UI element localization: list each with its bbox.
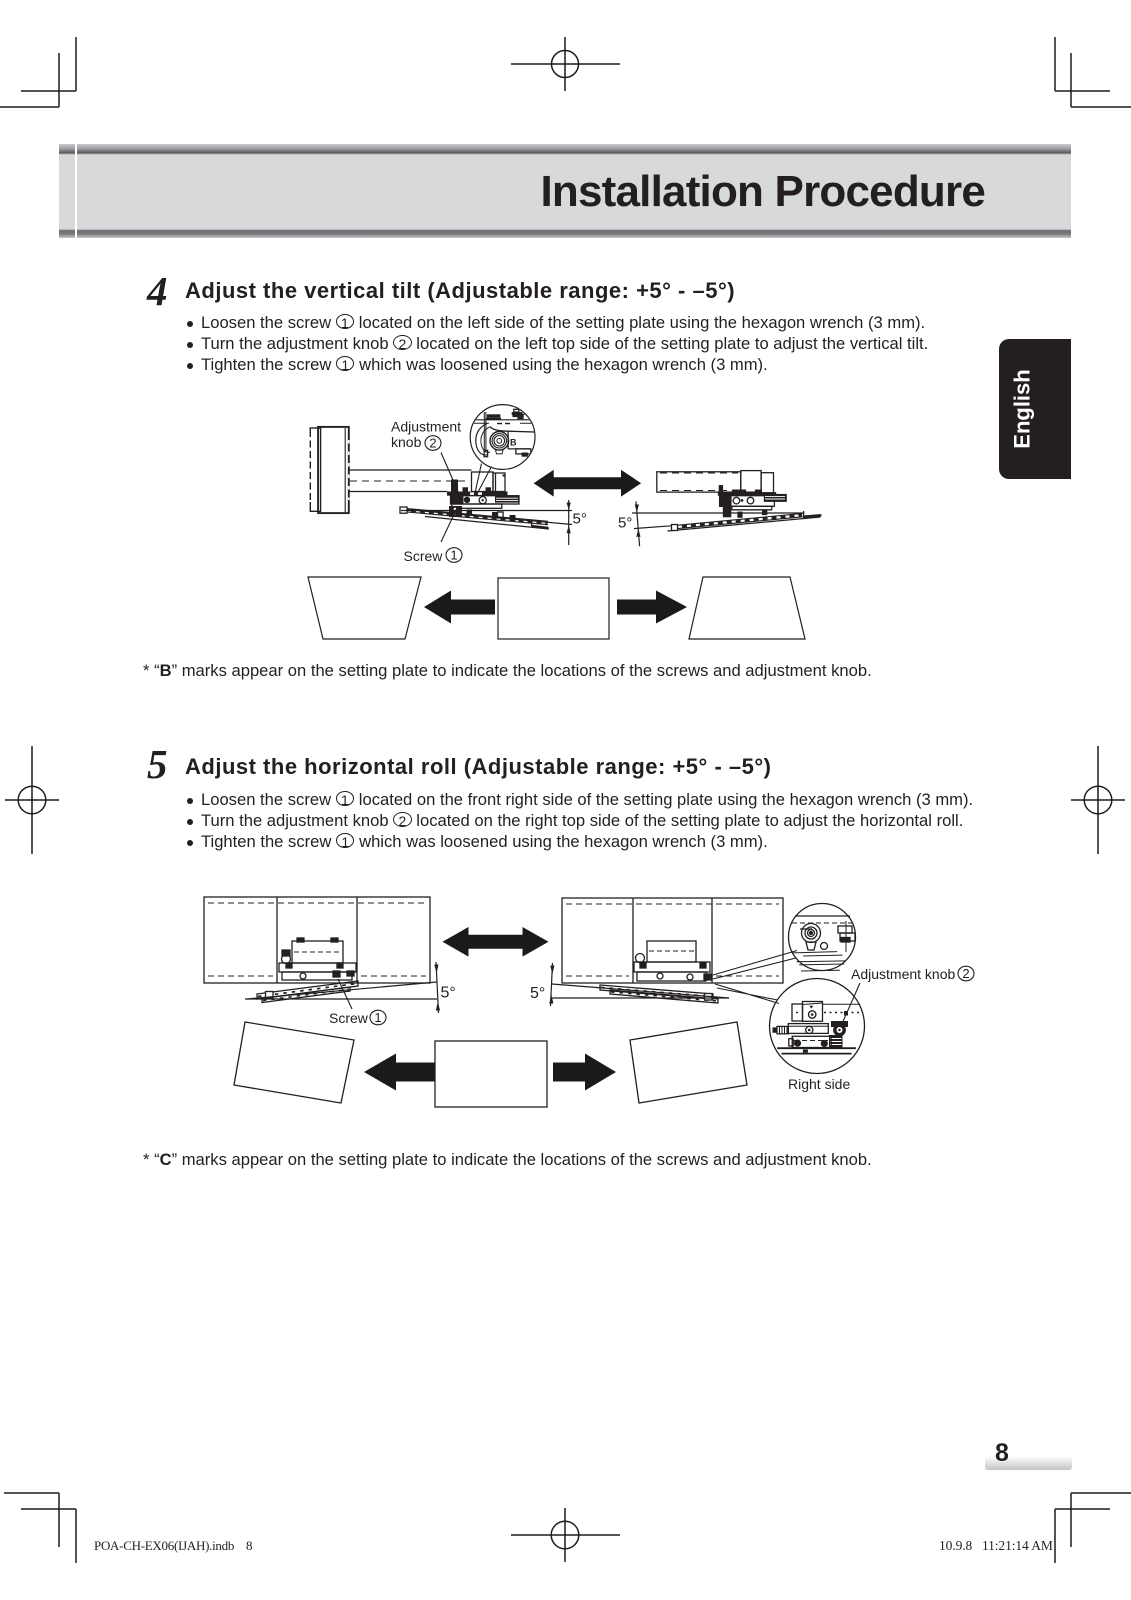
svg-text:2: 2 (429, 436, 436, 451)
svg-text:5°: 5° (618, 515, 632, 532)
svg-text:1: 1 (450, 548, 457, 563)
svg-text:Adjustment: Adjustment (391, 419, 461, 435)
svg-text:2: 2 (962, 966, 969, 981)
svg-text:5°: 5° (573, 511, 587, 528)
svg-text:1: 1 (374, 1010, 381, 1025)
svg-text:Screw: Screw (404, 548, 444, 564)
svg-text:Screw: Screw (329, 1010, 369, 1026)
svg-text:B: B (510, 438, 517, 448)
svg-text:knob: knob (391, 434, 422, 450)
svg-text:5°: 5° (530, 985, 545, 1002)
svg-text:Adjustment knob: Adjustment knob (851, 966, 955, 982)
svg-text:Right side: Right side (788, 1076, 850, 1092)
svg-text:5°: 5° (441, 985, 456, 1002)
